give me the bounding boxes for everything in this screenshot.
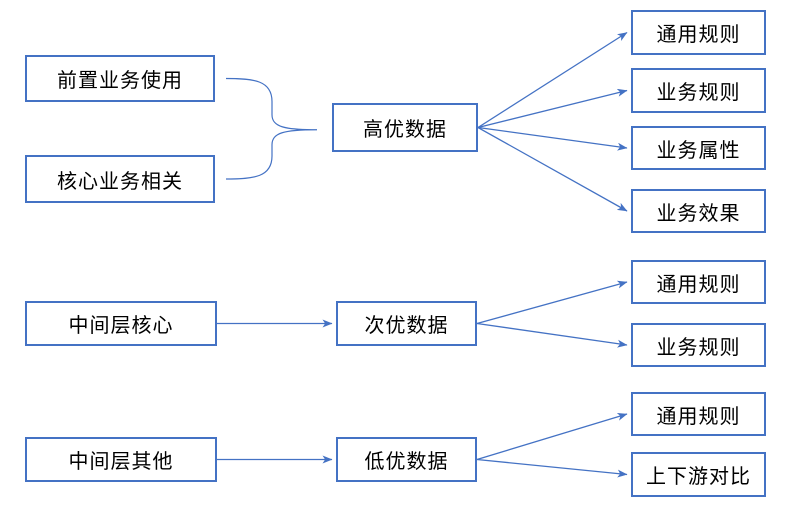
diagram-node-label: 通用规则 (656, 24, 741, 46)
diagram-node-label: 高优数据 (363, 119, 447, 141)
diagram-node-n-ty3: 通用规则 (631, 392, 766, 436)
diagram-node-label: 前置业务使用 (57, 70, 183, 92)
diagram-node-n-hexin: 核心业务相关 (25, 155, 215, 203)
connector-arrow-n-gaoyou-n-ty1 (477, 31, 628, 129)
diagram-node-label: 通用规则 (656, 405, 741, 428)
connector-arrow-n-gaoyou-n-ywgz1 (477, 88, 628, 129)
diagram-node-n-diyou: 低优数据 (336, 437, 477, 482)
diagram-node-n-ty2: 通用规则 (631, 260, 766, 304)
diagram-node-label: 中间层其他 (68, 451, 174, 473)
connector-arrow-n-gaoyou-n-ywsx (477, 126, 628, 151)
connector-arrow-n-diyou-n-ty3 (476, 412, 628, 461)
connector-arrow-n-diyou-n-sxy (476, 458, 628, 478)
diagram-node-label: 业务规则 (656, 82, 741, 104)
diagram-node-n-ywgz1: 业务规则 (631, 68, 766, 113)
edge-group (217, 31, 628, 478)
diagram-node-label: 低优数据 (364, 451, 449, 473)
diagram-node-label: 中间层核心 (68, 315, 174, 337)
diagram-node-label: 业务规则 (656, 336, 741, 359)
diagram-node-n-ywxg: 业务效果 (631, 189, 766, 233)
connector-arrow-n-ciyou-n-ty2 (476, 280, 628, 325)
diagram-node-n-zjqt: 中间层其他 (25, 437, 217, 482)
brace-connector (225, 77, 318, 180)
diagram-node-label: 上下游对比 (646, 466, 751, 488)
connector-arrow-n-ciyou-n-ywgz2 (476, 322, 628, 348)
diagram-node-label: 核心业务相关 (57, 170, 183, 193)
diagram-node-n-zjhx: 中间层核心 (25, 301, 217, 346)
diagram-node-label: 通用规则 (656, 273, 741, 296)
diagram-node-label: 次优数据 (364, 315, 449, 337)
diagram-node-label: 业务效果 (656, 202, 741, 225)
diagram-node-n-ywgz2: 业务规则 (631, 323, 766, 367)
connector-arrow-n-gaoyou-n-ywxg (477, 126, 628, 212)
diagram-node-n-ty1: 通用规则 (631, 10, 766, 55)
diagram-node-n-gaoyou: 高优数据 (332, 103, 478, 152)
diagram-node-n-sxy: 上下游对比 (631, 452, 766, 497)
diagram-node-label: 业务属性 (656, 139, 741, 162)
diagram-node-n-ciyou: 次优数据 (336, 301, 477, 346)
diagram-node-n-ywsx: 业务属性 (631, 126, 766, 170)
diagram-node-n-qianzhi: 前置业务使用 (25, 55, 215, 102)
